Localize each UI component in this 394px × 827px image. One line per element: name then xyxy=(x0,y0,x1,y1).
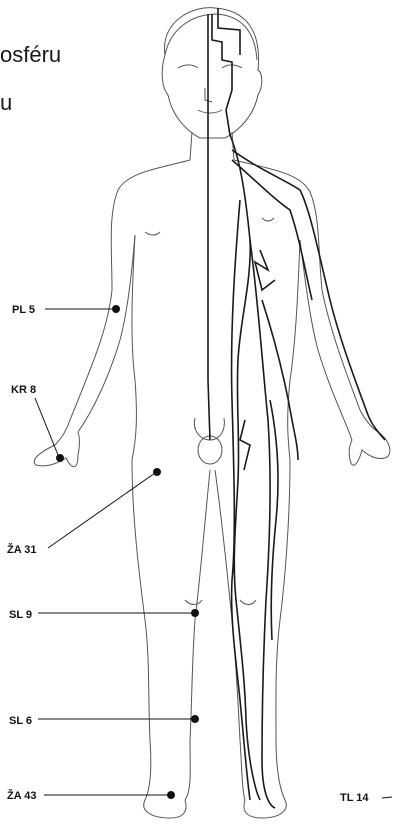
label-kr8: KR 8 xyxy=(11,384,36,396)
meridian-lines xyxy=(208,8,385,808)
acupoint-labels: PL 5 KR 8 ŽA 31 SL 9 SL 6 ŽA 43 TL 14 xyxy=(7,304,369,804)
point-sl6 xyxy=(38,716,199,723)
body-outline xyxy=(34,8,390,818)
label-za43: ŽA 43 xyxy=(7,789,37,802)
label-sl6: SL 6 xyxy=(9,715,32,727)
label-za31: ŽA 31 xyxy=(7,543,37,556)
acupoint-leaders xyxy=(35,306,392,799)
point-za31 xyxy=(48,469,161,549)
point-za43 xyxy=(44,792,175,799)
label-sl9: SL 9 xyxy=(9,609,32,621)
point-sl9 xyxy=(38,610,199,617)
point-tl14 xyxy=(382,797,392,798)
label-tl14: TL 14 xyxy=(340,792,369,804)
label-pl5: PL 5 xyxy=(12,304,35,316)
point-kr8 xyxy=(35,398,64,462)
